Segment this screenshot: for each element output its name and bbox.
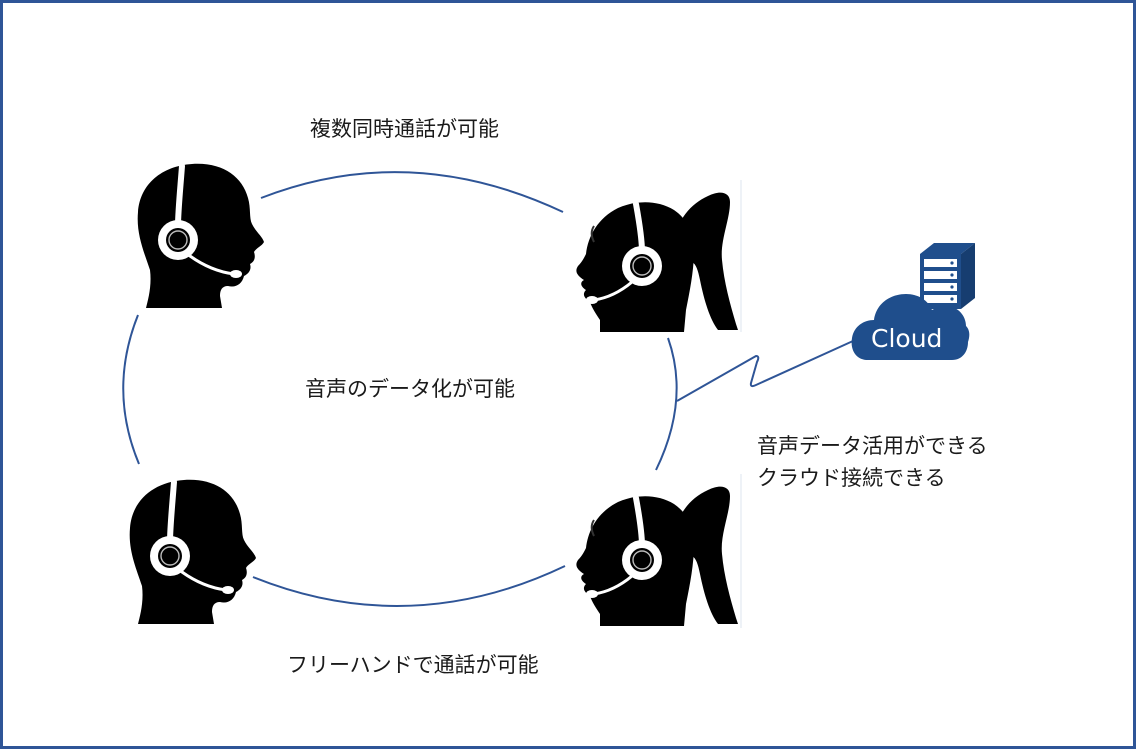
label-multiple-simultaneous-calls: 複数同時通話が可能 [310,117,499,141]
connection-left [122,314,140,465]
cloud-label: Cloud [871,324,943,353]
label-cloud-features: 音声データ活用ができる クラウド接続できる [757,434,988,490]
connection-right [655,337,678,471]
cloud-shape [851,294,970,360]
connection-cloud-zigzag [676,340,854,402]
cloud-server-icon [851,243,975,360]
female-operator-icon [576,487,738,626]
label-voice-digitization: 音声のデータ化が可能 [305,377,515,401]
female-operator-icon [576,193,738,332]
connection-bottom [252,565,566,607]
connection-top [260,171,564,213]
male-operator-icon [130,480,256,624]
server-icon [920,243,975,309]
label-hands-free-calls: フリーハンドで通話が可能 [287,653,539,677]
male-operator-icon [138,164,264,308]
